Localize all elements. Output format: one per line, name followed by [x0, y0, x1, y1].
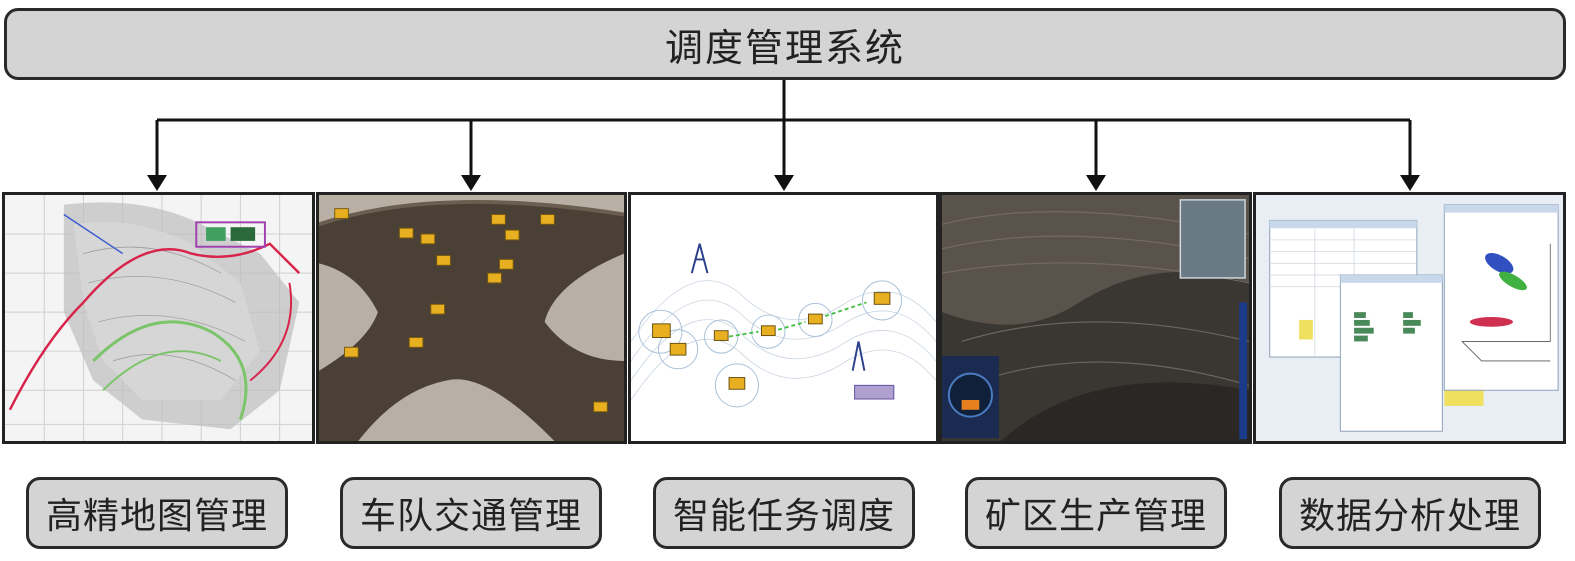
module-fleet-traffic: 车队交通管理 [340, 477, 602, 549]
task-dispatch-image [628, 192, 939, 444]
module-label: 矿区生产管理 [984, 496, 1207, 537]
module-mine-production: 矿区生产管理 [965, 477, 1227, 549]
arrow-head-4 [1086, 175, 1106, 191]
hd-map-image [2, 192, 315, 444]
module-label: 高精地图管理 [45, 496, 268, 537]
arrow-head-5 [1400, 175, 1420, 191]
dispatch-system-title: 调度管理系统 [664, 25, 905, 70]
module-hd-map: 高精地图管理 [26, 477, 288, 549]
dispatch-system-box: 调度管理系统 [4, 8, 1566, 80]
arrow-head-1 [147, 175, 167, 191]
module-task-dispatch: 智能任务调度 [653, 477, 915, 549]
arrow-head-3 [774, 175, 794, 191]
module-data-analysis: 数据分析处理 [1279, 477, 1541, 549]
arrow-head-2 [461, 175, 481, 191]
fleet-traffic-image [316, 192, 627, 444]
module-label: 车队交通管理 [359, 496, 582, 537]
data-analysis-image [1253, 192, 1566, 444]
module-label: 数据分析处理 [1298, 496, 1521, 537]
module-label: 智能任务调度 [672, 496, 895, 537]
mine-production-image [939, 192, 1252, 444]
